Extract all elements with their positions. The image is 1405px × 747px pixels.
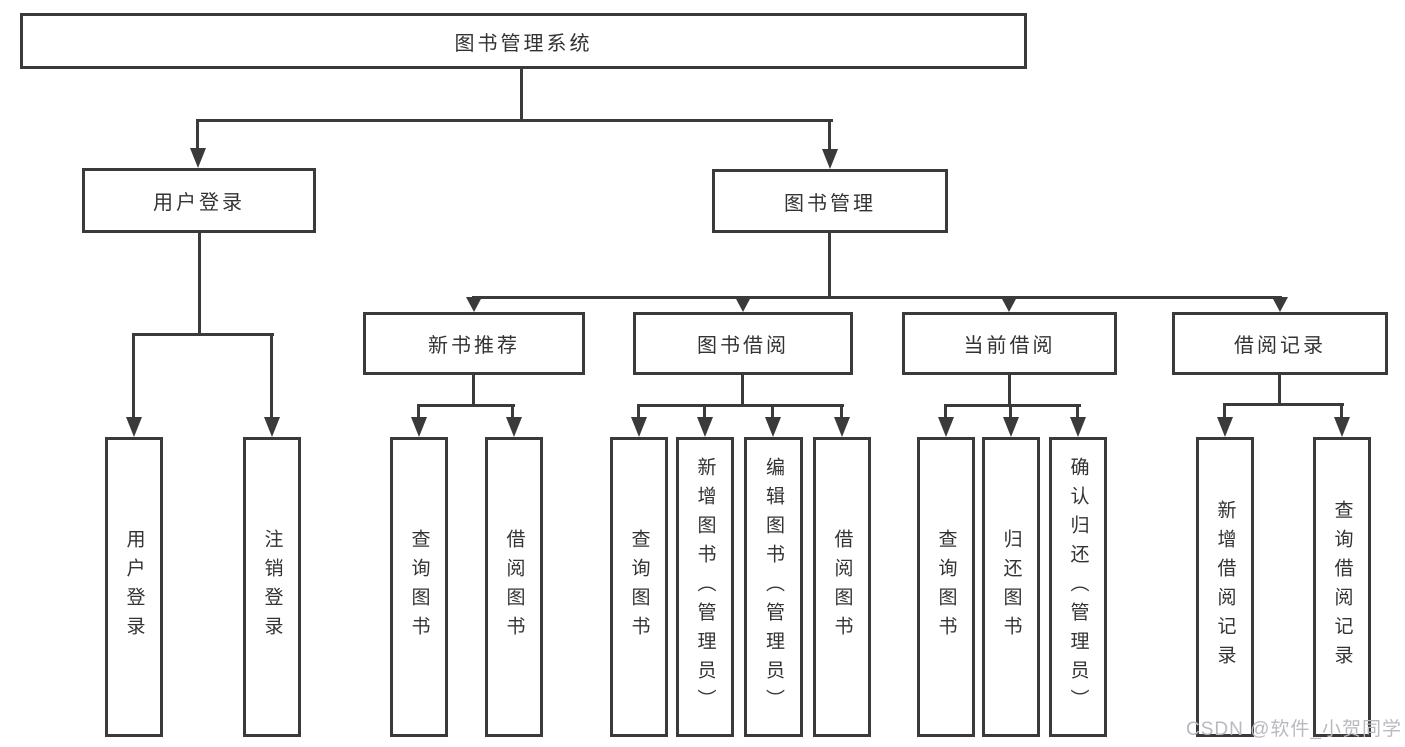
leaf-label: 新增图书（管理员） bbox=[694, 456, 716, 718]
connector-hline bbox=[637, 404, 844, 407]
connector-hline bbox=[417, 404, 515, 407]
leaf-logout: 注销登录 bbox=[243, 437, 301, 737]
node-current-borrowing: 当前借阅 bbox=[902, 312, 1117, 375]
node-label: 新书推荐 bbox=[428, 335, 520, 357]
arrowhead-down-icon bbox=[697, 417, 713, 437]
connector-vline bbox=[637, 404, 640, 419]
leaf-label: 归还图书 bbox=[1000, 529, 1022, 645]
arrowhead-down-icon bbox=[822, 149, 838, 169]
leaf-query-books-borrowing: 查询图书 bbox=[610, 437, 668, 737]
arrowhead-down-icon bbox=[735, 297, 751, 312]
leaf-query-books-recommend: 查询图书 bbox=[390, 437, 448, 737]
arrowhead-down-icon bbox=[938, 417, 954, 437]
connector-vline bbox=[417, 404, 420, 419]
leaf-label: 新增借阅记录 bbox=[1214, 500, 1236, 674]
connector-vline bbox=[270, 333, 273, 419]
leaf-label: 注销登录 bbox=[261, 529, 283, 645]
connector-hline bbox=[132, 333, 274, 336]
node-label: 当前借阅 bbox=[963, 335, 1056, 357]
leaf-label: 确认归还（管理员） bbox=[1067, 456, 1089, 718]
leaf-label: 查询图书 bbox=[935, 529, 957, 645]
node-label: 借阅记录 bbox=[1234, 335, 1326, 357]
leaf-add-borrow-record: 新增借阅记录 bbox=[1196, 437, 1254, 737]
arrowhead-down-icon bbox=[506, 417, 522, 437]
connector-vline bbox=[828, 233, 831, 298]
arrowhead-down-icon bbox=[466, 297, 482, 312]
connector-hline bbox=[1223, 403, 1344, 406]
node-label: 图书借阅 bbox=[697, 335, 789, 357]
node-borrowing-records: 借阅记录 bbox=[1172, 312, 1388, 375]
node-label: 图书管理 bbox=[784, 192, 876, 215]
arrowhead-down-icon bbox=[264, 417, 280, 437]
leaf-label: 查询图书 bbox=[408, 529, 430, 645]
connector-vline bbox=[828, 119, 831, 151]
node-new-book-recommendation: 新书推荐 bbox=[363, 312, 585, 375]
connector-vline bbox=[132, 333, 135, 419]
connector-vline bbox=[840, 404, 843, 419]
leaf-label: 查询借阅记录 bbox=[1331, 500, 1353, 674]
leaf-add-books-admin: 新增图书（管理员） bbox=[676, 437, 734, 737]
arrowhead-down-icon bbox=[1001, 297, 1017, 312]
arrowhead-down-icon bbox=[126, 417, 142, 437]
connector-hline bbox=[944, 404, 1081, 407]
connector-vline bbox=[196, 119, 199, 150]
node-book-borrowing: 图书借阅 bbox=[633, 312, 853, 375]
connector-vline bbox=[944, 404, 947, 419]
node-label: 图书管理系统 bbox=[454, 32, 593, 55]
arrowhead-down-icon bbox=[1217, 417, 1233, 437]
arrowhead-down-icon bbox=[1334, 417, 1350, 437]
leaf-borrow-books-borrowing: 借阅图书 bbox=[813, 437, 871, 737]
connector-vline bbox=[1009, 404, 1012, 419]
connector-vline bbox=[472, 375, 475, 406]
connector-vline bbox=[1223, 403, 1226, 419]
node-library-management-system: 图书管理系统 bbox=[20, 13, 1027, 69]
node-label: 用户登录 bbox=[153, 192, 245, 214]
connector-vline bbox=[1340, 403, 1343, 419]
connector-vline bbox=[741, 375, 744, 406]
leaf-label: 查询图书 bbox=[628, 529, 650, 645]
arrowhead-down-icon bbox=[1003, 417, 1019, 437]
leaf-label: 用户登录 bbox=[123, 529, 145, 645]
leaf-query-borrow-record: 查询借阅记录 bbox=[1313, 437, 1371, 737]
csdn-watermark: CSDN @软件_小贺同学 bbox=[1186, 719, 1402, 740]
leaf-confirm-return-admin: 确认归还（管理员） bbox=[1049, 437, 1107, 737]
arrowhead-down-icon bbox=[190, 148, 206, 168]
leaf-query-books-current: 查询图书 bbox=[917, 437, 975, 737]
leaf-label: 编辑图书（管理员） bbox=[763, 456, 784, 718]
leaf-label: 借阅图书 bbox=[831, 529, 853, 645]
leaf-borrow-books-recommend: 借阅图书 bbox=[485, 437, 543, 737]
node-user-login: 用户登录 bbox=[82, 168, 316, 233]
leaf-user-login: 用户登录 bbox=[105, 437, 163, 737]
connector-vline bbox=[520, 68, 523, 121]
node-book-management: 图书管理 bbox=[712, 169, 948, 233]
connector-vline bbox=[198, 233, 201, 336]
arrowhead-down-icon bbox=[765, 417, 781, 437]
connector-vline bbox=[703, 404, 706, 419]
leaf-label: 借阅图书 bbox=[503, 529, 525, 645]
connector-vline bbox=[1076, 404, 1079, 419]
connector-hline bbox=[196, 119, 833, 122]
arrowhead-down-icon bbox=[1272, 297, 1288, 312]
arrowhead-down-icon bbox=[631, 417, 647, 437]
connector-vline bbox=[771, 404, 774, 419]
arrowhead-down-icon bbox=[1070, 417, 1086, 437]
leaf-edit-books-admin: 编辑图书（管理员） bbox=[744, 437, 803, 737]
arrowhead-down-icon bbox=[834, 417, 850, 437]
connector-vline bbox=[1008, 375, 1011, 406]
connector-hline bbox=[472, 296, 1282, 299]
connector-vline bbox=[1278, 375, 1281, 406]
arrowhead-down-icon bbox=[411, 417, 427, 437]
connector-vline bbox=[511, 404, 514, 419]
leaf-return-books: 归还图书 bbox=[982, 437, 1040, 737]
